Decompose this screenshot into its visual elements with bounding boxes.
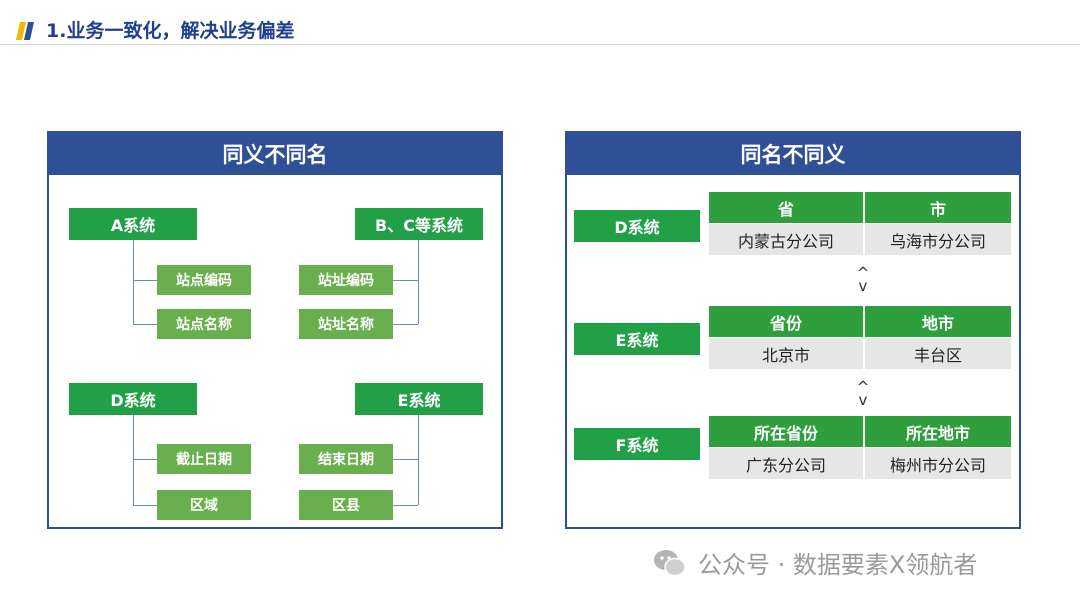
connector-line <box>393 324 418 325</box>
system-box-e: E系统 <box>574 323 700 355</box>
system-box-d: D系统 <box>69 383 197 415</box>
not-equal-icon: ^ v <box>856 378 870 409</box>
system-box-a: A系统 <box>69 208 197 240</box>
table-value-cell: 丰台区 <box>865 338 1011 369</box>
wechat-icon <box>654 549 686 576</box>
connector-line <box>133 240 134 324</box>
table-header-cell: 地市 <box>865 306 1011 337</box>
table-value-cell: 梅州市分公司 <box>865 448 1011 479</box>
connector-line <box>393 459 418 460</box>
connector-line <box>393 505 418 506</box>
table-value-cell: 内蒙古分公司 <box>709 224 863 255</box>
field-box: 站点编码 <box>157 265 251 295</box>
left-panel-title: 同义不同名 <box>49 133 501 175</box>
not-equal-icon: ^ v <box>856 264 870 295</box>
table-header-cell: 市 <box>865 192 1011 223</box>
table-value-cell: 北京市 <box>709 338 863 369</box>
connector-line <box>393 280 418 281</box>
table-header-cell: 所在地市 <box>865 416 1011 447</box>
connector-line <box>418 240 419 324</box>
system-box-f: F系统 <box>574 428 700 460</box>
system-box-bc: B、C等系统 <box>355 208 483 240</box>
field-box: 站址编码 <box>299 265 393 295</box>
table-header-cell: 省份 <box>709 306 863 337</box>
right-panel-title: 同名不同义 <box>567 133 1019 175</box>
table-header-cell: 所在省份 <box>709 416 863 447</box>
connector-line <box>133 324 157 325</box>
connector-line <box>133 459 157 460</box>
slide-marker-icon <box>16 22 34 40</box>
field-box: 站点名称 <box>157 309 251 339</box>
page-title: 1.业务一致化，解决业务偏差 <box>46 20 295 42</box>
left-panel: 同义不同名 A系统 站点编码 站点名称 B、C等系统 站址编码 站址名称 D系统… <box>47 131 503 529</box>
watermark-text: 公众号 · 数据要素X领航者 <box>698 551 978 579</box>
field-box: 站址名称 <box>299 309 393 339</box>
system-box-e: E系统 <box>355 383 483 415</box>
connector-line <box>133 505 157 506</box>
table-value-cell: 广东分公司 <box>709 448 863 479</box>
table-header-cell: 省 <box>709 192 863 223</box>
connector-line <box>418 415 419 505</box>
header-divider <box>0 44 1080 45</box>
field-box: 区域 <box>157 490 251 520</box>
connector-line <box>133 280 157 281</box>
system-box-d: D系统 <box>574 210 700 242</box>
right-panel: 同名不同义 D系统 省 市 内蒙古分公司 乌海市分公司 ^ v E系统 省份 地… <box>565 131 1021 529</box>
watermark: 公众号 · 数据要素X领航者 <box>652 545 977 580</box>
table-value-cell: 乌海市分公司 <box>865 224 1011 255</box>
field-box: 区县 <box>299 490 393 520</box>
field-box: 结束日期 <box>299 444 393 474</box>
connector-line <box>133 415 134 505</box>
field-box: 截止日期 <box>157 444 251 474</box>
